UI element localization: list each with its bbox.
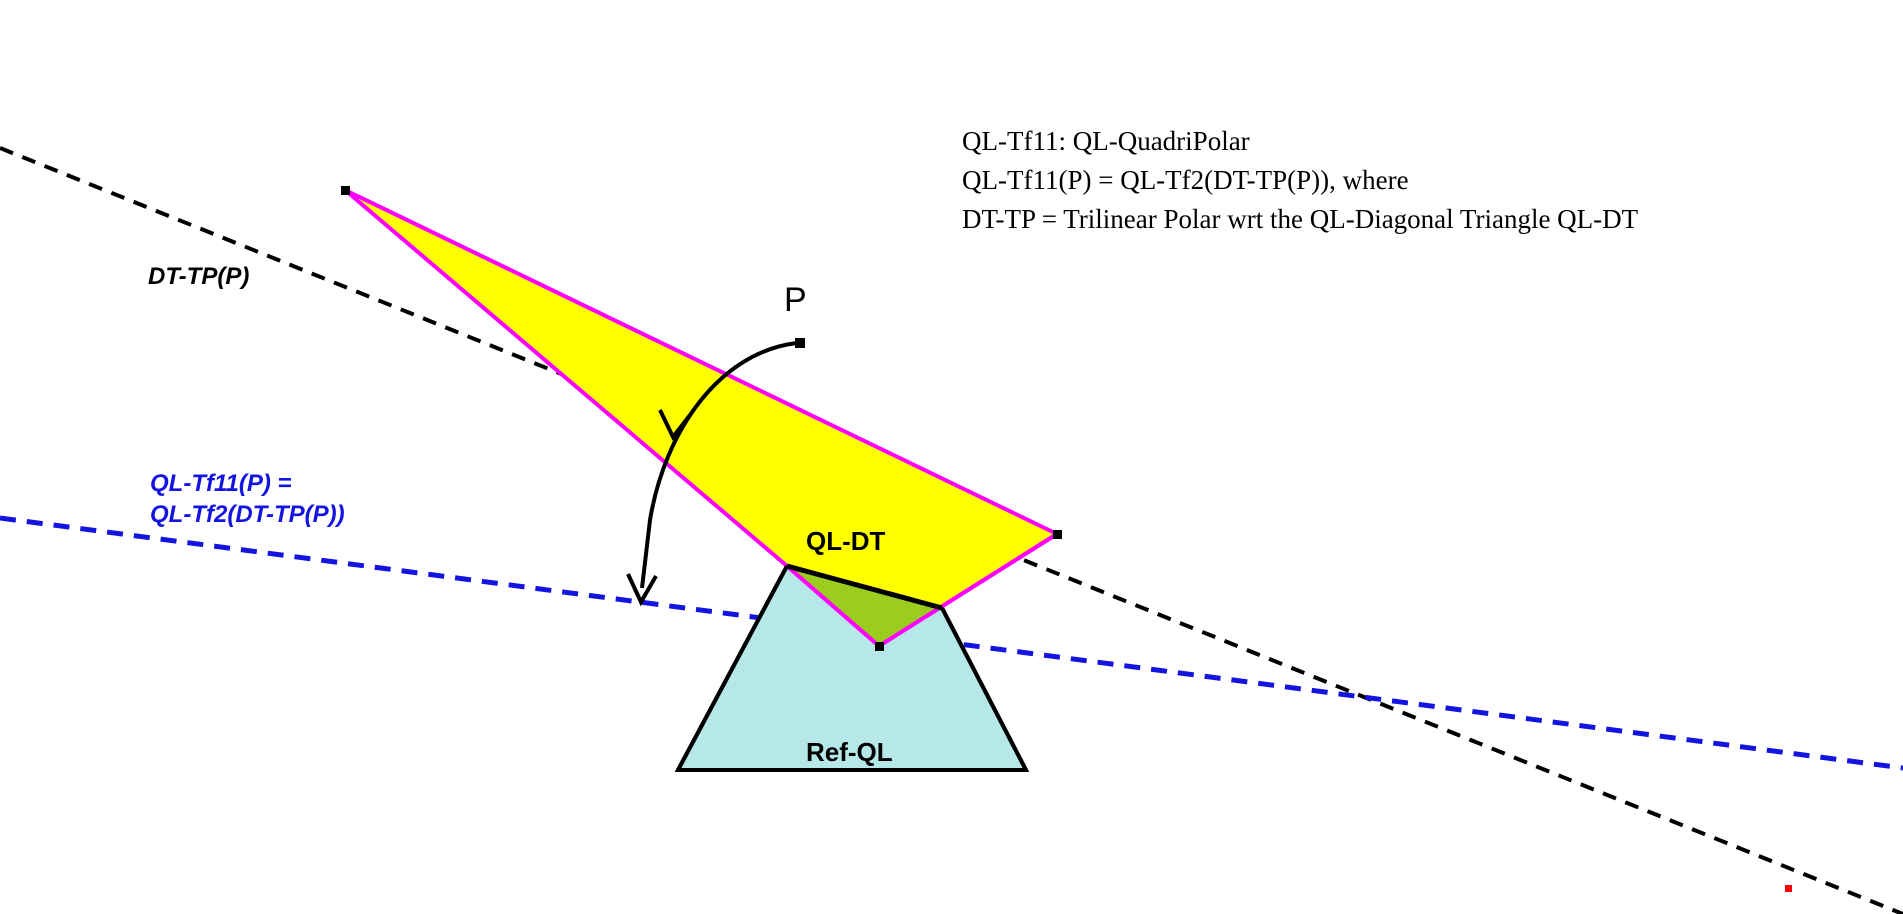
dt-tp-dashed-line xyxy=(0,146,1903,914)
label-dt-tp-p: DT-TP(P) xyxy=(148,263,250,290)
ql-dt-ref-ql-overlap xyxy=(787,566,942,646)
ref-ql-upper-right-edge xyxy=(940,607,1028,771)
figure-title-block: QL-Tf11: QL-QuadriPolar QL-Tf11(P) = QL-… xyxy=(962,122,1638,239)
mapping-arrowhead-upper xyxy=(658,409,692,441)
title-line-2: QL-Tf11(P) = QL-Tf2(DT-TP(P)), where xyxy=(962,165,1409,195)
vertex-marker-ql-dt-notch xyxy=(875,642,884,651)
ref-ql-upper-edges xyxy=(676,565,789,771)
vertex-marker-ql-dt-apex xyxy=(341,186,350,195)
ql-dt-triangle-edge xyxy=(786,563,943,611)
label-ql-dt: QL-DT xyxy=(806,526,886,556)
title-line-1: QL-Tf11: QL-QuadriPolar xyxy=(962,126,1250,156)
label-ql-tf11: QL-Tf11(P) = QL-Tf2(DT-TP(P)) xyxy=(150,468,345,530)
label-ql-tf11-line-1: QL-Tf11(P) = xyxy=(150,470,292,497)
label-ql-tf11-line-2: QL-Tf2(DT-TP(P)) xyxy=(150,501,345,528)
ql-dt-shape xyxy=(343,188,1062,649)
title-line-3: DT-TP = Trilinear Polar wrt the QL-Diago… xyxy=(962,204,1639,234)
mapping-arrow-curve xyxy=(640,341,798,589)
red-point-marker xyxy=(1785,885,1792,892)
point-p-marker xyxy=(795,338,805,348)
vertex-marker-ql-dt-right xyxy=(1053,530,1062,539)
mapping-arrowhead-lower xyxy=(626,573,658,607)
label-ref-ql: Ref-QL xyxy=(806,737,893,767)
label-point-p: P xyxy=(784,281,807,319)
